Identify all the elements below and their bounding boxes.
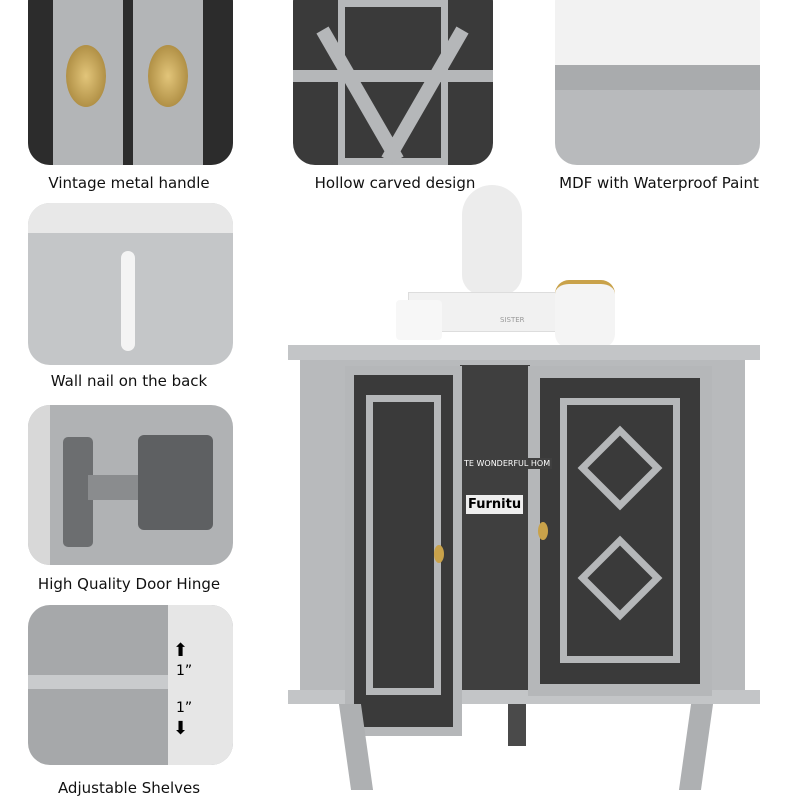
book-title: TE WONDERFUL HOM [462, 458, 553, 469]
shelf-gap-top: 1” [176, 663, 193, 679]
feature-label: Wall nail on the back [50, 372, 208, 390]
arrow-up-icon: ⬆ [173, 640, 189, 661]
right-door[interactable] [528, 366, 712, 696]
wall-nail-photo [28, 203, 233, 365]
cabinet-leg [678, 704, 714, 790]
handle-photo [28, 0, 233, 165]
brass-handle-icon [66, 45, 106, 107]
cabinet-top [288, 345, 760, 360]
feature-label: Hollow carved design [314, 174, 476, 192]
book-spine-text: SISTER [500, 316, 525, 324]
left-door-open[interactable] [345, 366, 462, 736]
door-knob-icon[interactable] [434, 545, 444, 563]
brass-handle-icon [148, 45, 188, 107]
vase [462, 185, 522, 295]
book-title: Furnitu [466, 495, 524, 514]
door-knob-icon[interactable] [538, 522, 548, 540]
arrow-down-icon: ⬇ [173, 718, 189, 739]
shelf-gap-bottom: 1” [176, 700, 193, 716]
feature-label: MDF with Waterproof Paint [559, 174, 759, 192]
cabinet-leg [508, 704, 526, 746]
cabinet-interior [460, 365, 530, 690]
cup [396, 300, 442, 340]
shelves-photo: ⬆ 1” 1” ⬇ [28, 605, 233, 765]
wall-nail-icon [121, 251, 135, 351]
surface-photo [555, 0, 760, 165]
feature-label: Vintage metal handle [48, 174, 210, 192]
feature-label: High Quality Door Hinge [37, 575, 221, 593]
feature-label: Adjustable Shelves [57, 779, 201, 797]
watering-can [555, 280, 615, 348]
carving-photo [293, 0, 493, 165]
hinge-photo [28, 405, 233, 565]
